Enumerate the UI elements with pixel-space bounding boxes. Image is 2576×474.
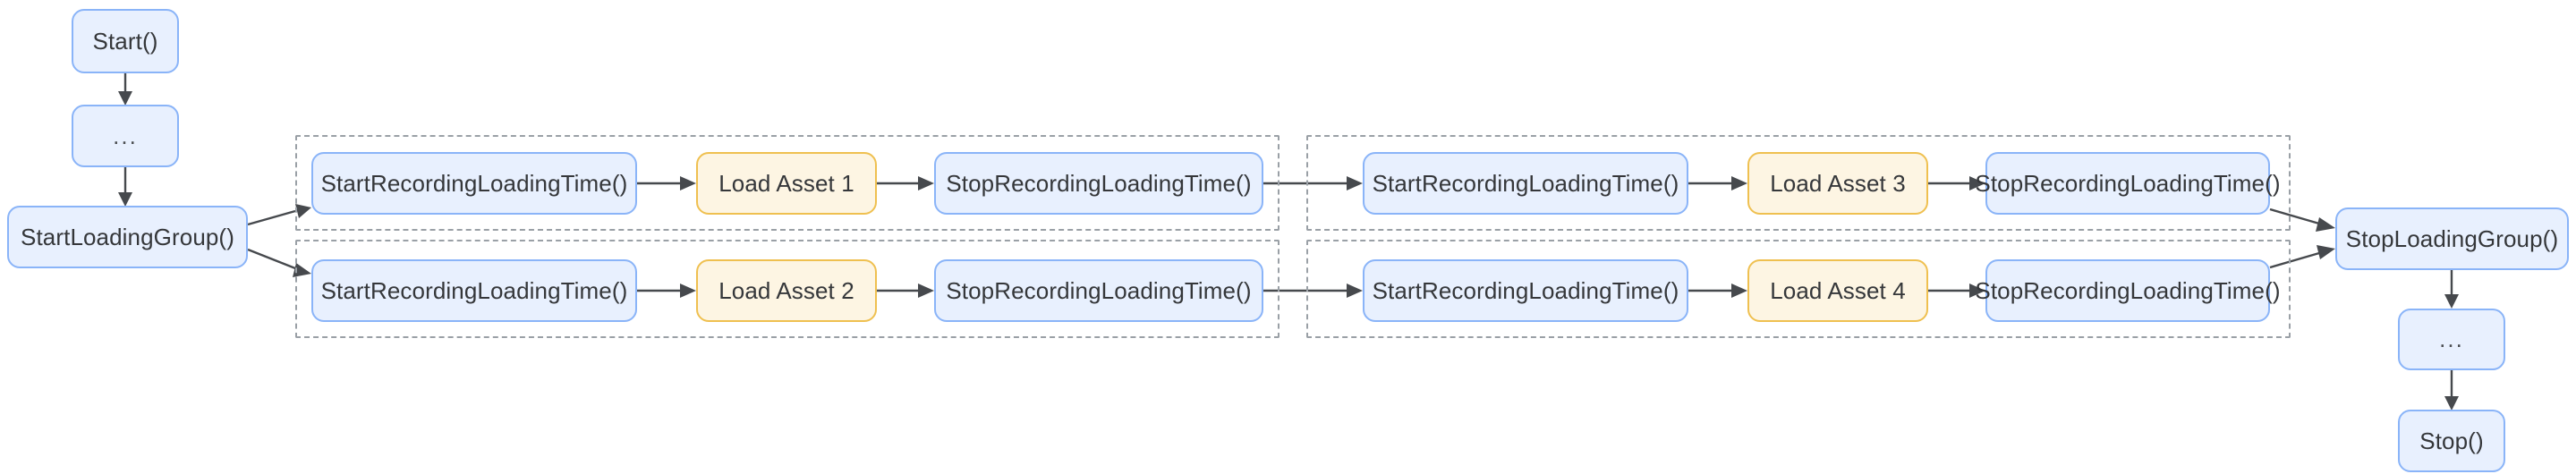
group-2-row-2-boundary xyxy=(1306,240,2291,338)
group-2-row-2-start-recording[interactable]: StartRecordingLoadingTime() xyxy=(1363,259,1688,322)
group-1-row-1-stop-recording[interactable]: StopRecordingLoadingTime() xyxy=(934,152,1263,215)
group-1-row-1-start-recording[interactable]: StartRecordingLoadingTime() xyxy=(311,152,637,215)
group-1-row-1-start-recording-label: StartRecordingLoadingTime() xyxy=(320,169,628,197)
node-start-loading-group[interactable]: StartLoadingGroup() xyxy=(7,206,248,268)
group-2-row-2-stop-recording[interactable]: StopRecordingLoadingTime() xyxy=(1975,259,2281,322)
group-2-row-2-stop-recording-label: StopRecordingLoadingTime() xyxy=(1975,276,2281,304)
node-entry-ellipsis-label: ... xyxy=(113,122,138,149)
group-2-row-2-load-asset[interactable]: Load Asset 4 xyxy=(1747,259,1928,322)
group-1-row-2-stop-recording-label: StopRecordingLoadingTime() xyxy=(946,276,1252,304)
node-start-loading-group-label: StartLoadingGroup() xyxy=(21,223,234,250)
node-start-label: Start() xyxy=(92,27,158,55)
group-2-row-1-stop-recording-label: StopRecordingLoadingTime() xyxy=(1975,169,2281,197)
group-2-row-2-load-asset-label: Load Asset 4 xyxy=(1770,276,1906,304)
group-1-row-2-start-recording[interactable]: StartRecordingLoadingTime() xyxy=(311,259,637,322)
group-1-row-2-load-asset-label: Load Asset 2 xyxy=(718,276,854,304)
node-stop-label: Stop() xyxy=(2419,427,2484,454)
group-2-row-1-boundary xyxy=(1306,135,2291,231)
group-2-row-1-load-asset-label: Load Asset 3 xyxy=(1770,169,1906,197)
group-1-row-1-stop-recording-label: StopRecordingLoadingTime() xyxy=(946,169,1252,197)
group-2-row-1-start-recording[interactable]: StartRecordingLoadingTime() xyxy=(1363,152,1688,215)
group-1-row-2-start-recording-label: StartRecordingLoadingTime() xyxy=(320,276,628,304)
group-2-row-1-start-recording-label: StartRecordingLoadingTime() xyxy=(1372,169,1679,197)
node-stop-loading-group[interactable]: StopLoadingGroup() xyxy=(2335,207,2569,270)
node-exit-ellipsis[interactable]: ... xyxy=(2398,309,2505,370)
node-start[interactable]: Start() xyxy=(72,9,179,73)
node-exit-ellipsis-label: ... xyxy=(2439,326,2464,352)
node-stop-loading-group-label: StopLoadingGroup() xyxy=(2345,224,2559,252)
group-1-row-1-boundary xyxy=(295,135,1279,231)
group-2-row-1-stop-recording[interactable]: StopRecordingLoadingTime() xyxy=(1975,152,2281,215)
group-1-row-1-load-asset[interactable]: Load Asset 1 xyxy=(696,152,877,215)
group-2-row-1-load-asset[interactable]: Load Asset 3 xyxy=(1747,152,1928,215)
group-2-row-2-start-recording-label: StartRecordingLoadingTime() xyxy=(1372,276,1679,304)
group-1-row-1-load-asset-label: Load Asset 1 xyxy=(718,169,854,197)
group-1-row-2-load-asset[interactable]: Load Asset 2 xyxy=(696,259,877,322)
node-stop[interactable]: Stop() xyxy=(2398,410,2505,472)
group-1-row-2-boundary xyxy=(295,240,1279,338)
group-1-row-2-stop-recording[interactable]: StopRecordingLoadingTime() xyxy=(934,259,1263,322)
node-entry-ellipsis[interactable]: ... xyxy=(72,105,179,167)
